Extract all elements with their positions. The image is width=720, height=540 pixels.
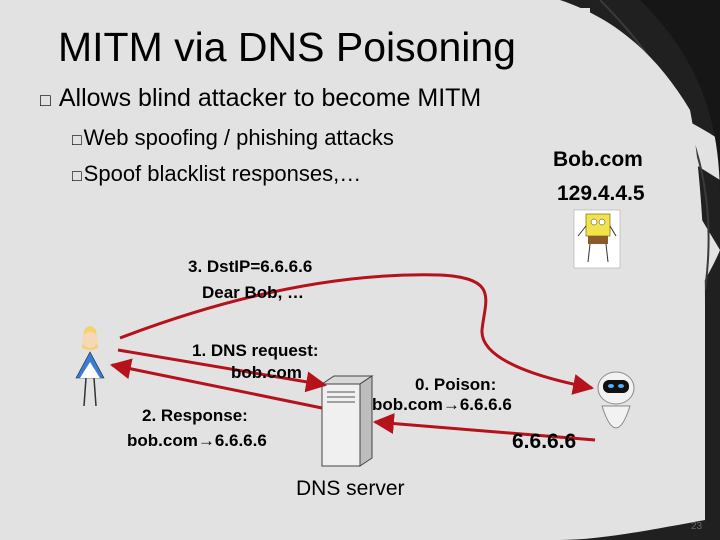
attacker-ip-label: 6.6.6.6	[512, 430, 577, 453]
sub-bullet-2-text: Spoof blacklist responses,…	[83, 161, 362, 186]
sub-bullet-marker: □	[72, 132, 82, 149]
dear-bob-label: Dear Bob, …	[202, 283, 305, 302]
dns-server-label: DNS server	[296, 477, 405, 500]
arrow-poison	[372, 413, 596, 442]
dns-request-label: 1. DNS request:	[192, 341, 319, 360]
server-tower-icon	[320, 375, 374, 467]
sub-bullet-1: □Web spoofing / phishing attacks	[72, 125, 394, 151]
bullet-marker: □	[40, 90, 51, 110]
dst-ip-label: 3. DstIP=6.6.6.6	[188, 257, 313, 276]
arrow-dns-request	[117, 348, 328, 393]
page-number: 23	[691, 521, 703, 532]
dns-request-domain: bob.com	[231, 363, 302, 382]
bullet-main-text: Allows blind attacker to become MITM	[58, 84, 482, 112]
title-band	[40, 8, 590, 74]
bullet-main: □ Allows blind attacker to become MITM	[40, 84, 481, 113]
alice-figure-icon	[75, 326, 105, 407]
slide-title: MITM via DNS Poisoning	[58, 24, 516, 70]
response-mapping: bob.com→6.6.6.6	[127, 431, 267, 450]
poison-label: 0. Poison:	[415, 375, 497, 394]
sub-bullet-marker: □	[72, 168, 82, 185]
bob-ip-label: 129.4.4.5	[557, 182, 645, 205]
dark-curve-decoration	[640, 0, 720, 200]
poison-mapping: bob.com→6.6.6.6	[372, 395, 512, 414]
sub-bullet-2: □Spoof blacklist responses,…	[72, 161, 361, 187]
eve-robot-icon	[597, 371, 635, 429]
sub-bullet-1-text: Web spoofing / phishing attacks	[83, 125, 394, 150]
bob-domain-label: Bob.com	[553, 148, 643, 171]
spongebob-figure-icon	[573, 209, 621, 269]
response-label: 2. Response:	[142, 406, 248, 425]
arrow-response	[109, 358, 323, 410]
content-area	[0, 0, 705, 540]
arrow-rerouted-traffic	[119, 273, 595, 395]
